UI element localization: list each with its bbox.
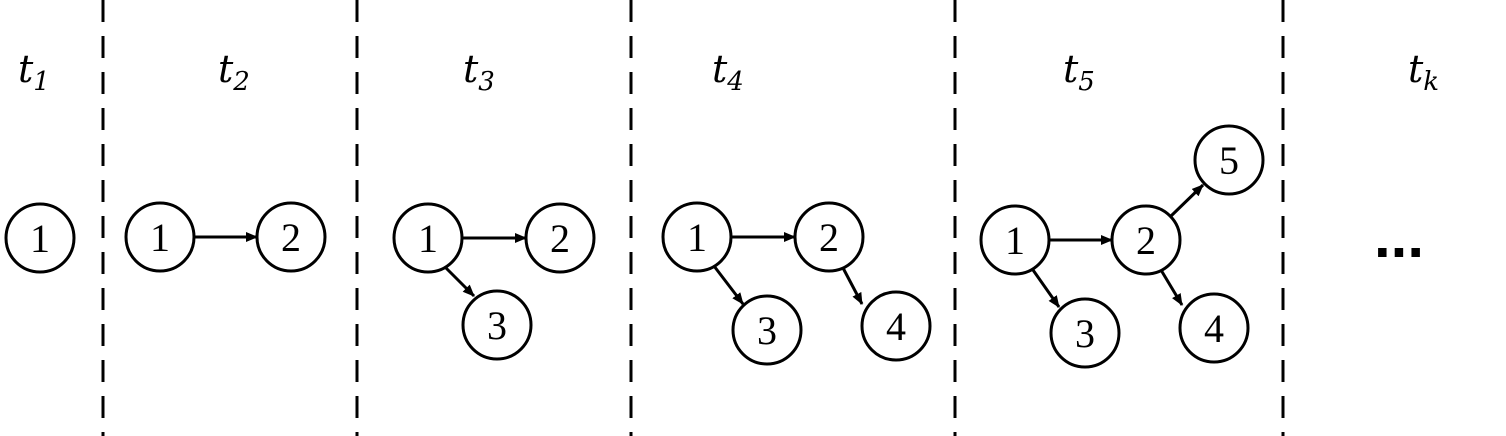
panel-t1: 1 [4, 202, 76, 274]
node-2 [1110, 204, 1182, 276]
node-5-label: 5 [1219, 138, 1239, 183]
node-1 [661, 201, 733, 273]
node-5 [1193, 124, 1265, 196]
node-1-label: 1 [687, 215, 707, 260]
node-2 [524, 202, 596, 274]
edge-2-5 [1169, 183, 1205, 218]
node-4-label: 4 [1204, 306, 1224, 351]
node-4-label: 4 [886, 304, 906, 349]
node-1 [124, 201, 196, 273]
panel-t4: 1 2 3 4 [661, 201, 932, 366]
node-4 [1178, 292, 1250, 364]
node-3-label: 3 [757, 308, 777, 353]
node-3 [731, 294, 803, 366]
edge-2-4 [1159, 269, 1184, 306]
node-1 [4, 202, 76, 274]
time-label-5: t5 [1063, 47, 1095, 97]
time-labels: t1 t2 t3 t4 t5 tk [18, 47, 1439, 97]
time-label-3: t3 [463, 47, 495, 97]
node-2 [793, 201, 865, 273]
edge-1-3 [443, 265, 476, 298]
panel-t5: 1 2 3 4 5 [979, 124, 1265, 369]
continuation-ellipsis: ... [1374, 203, 1424, 270]
time-label-k: tk [1408, 47, 1439, 97]
time-label-4: t4 [712, 47, 744, 97]
node-4 [860, 290, 932, 362]
edge-1-3 [712, 265, 745, 305]
node-3 [461, 289, 533, 361]
node-3-label: 3 [487, 303, 507, 348]
time-label-1: t1 [18, 47, 50, 97]
node-1-label: 1 [30, 216, 50, 261]
edge-2-4 [840, 265, 864, 305]
node-2 [255, 201, 327, 273]
node-2-label: 2 [819, 215, 839, 260]
time-label-2: t2 [218, 47, 250, 97]
node-1 [392, 202, 464, 274]
node-1-label: 1 [150, 215, 170, 260]
node-3-label: 3 [1075, 311, 1095, 356]
separators [101, 0, 1285, 436]
edge-1-3 [1031, 269, 1061, 308]
panel-t2: 1 2 [124, 201, 327, 273]
node-1 [979, 204, 1051, 276]
panel-t3: 1 2 3 [392, 202, 596, 361]
node-1-label: 1 [418, 216, 438, 261]
node-1-label: 1 [1005, 218, 1025, 263]
node-3 [1049, 297, 1121, 369]
node-2-label: 2 [550, 216, 570, 261]
node-2-label: 2 [281, 215, 301, 260]
node-2-label: 2 [1136, 218, 1156, 263]
